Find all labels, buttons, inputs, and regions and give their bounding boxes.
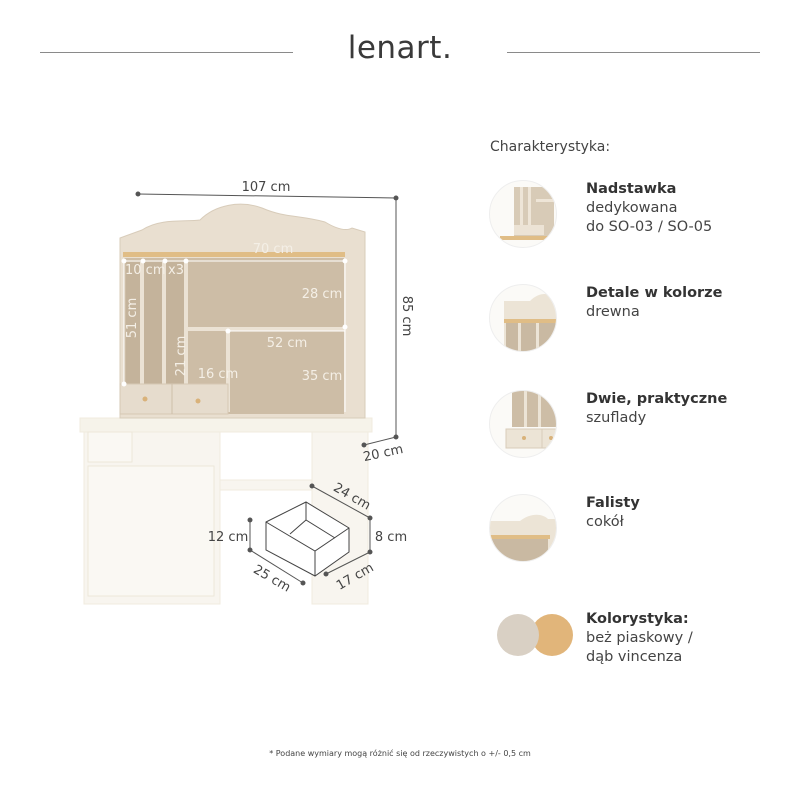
dim-upper-compartment: 28 cm (302, 287, 343, 302)
dim-lower-compartment: 35 cm (302, 369, 343, 384)
feature-thumbnail (489, 390, 557, 458)
dim-slot-width: 10 cm (125, 263, 166, 278)
dim-slot-count: x3 (168, 263, 184, 278)
feature-thumbnail (489, 284, 557, 352)
dim-drawer-width: 25 cm (250, 562, 293, 595)
dimensions-footnote: * Podane wymiary mogą różnić się od rzec… (269, 749, 531, 758)
feature-thumbnail (489, 494, 557, 562)
dim-width-total: 107 cm (242, 180, 291, 195)
desk (79, 417, 373, 605)
dim-middle-shelf: 52 cm (267, 336, 308, 351)
features-title: Charakterystyka: (490, 139, 611, 155)
oak-strip (123, 252, 345, 257)
dim-height-total: 85 cm (399, 296, 414, 337)
dim-small-compartment-width: 16 cm (198, 367, 239, 382)
hutch (119, 203, 366, 419)
brand-logo: lenart. (347, 30, 453, 66)
dim-top-shelf: 70 cm (253, 242, 294, 257)
dim-slot-height: 51 cm (125, 298, 140, 339)
inner-dimension-lines (121, 258, 348, 412)
swatch-sand-beige (497, 614, 539, 656)
dimension-lines (135, 191, 399, 448)
drawer-diagram (247, 483, 373, 586)
feature-thumbnail (489, 180, 557, 248)
header-rule-right (507, 52, 760, 53)
header-rule-left (40, 52, 293, 53)
dim-drawer-back-height: 8 cm (375, 530, 407, 545)
dim-small-compartment-height: 21 cm (174, 336, 189, 377)
feature-colors: Kolorystyka:beż piaskowy /dąb vincenza (489, 610, 789, 680)
dim-drawer-front-height: 12 cm (208, 530, 249, 545)
